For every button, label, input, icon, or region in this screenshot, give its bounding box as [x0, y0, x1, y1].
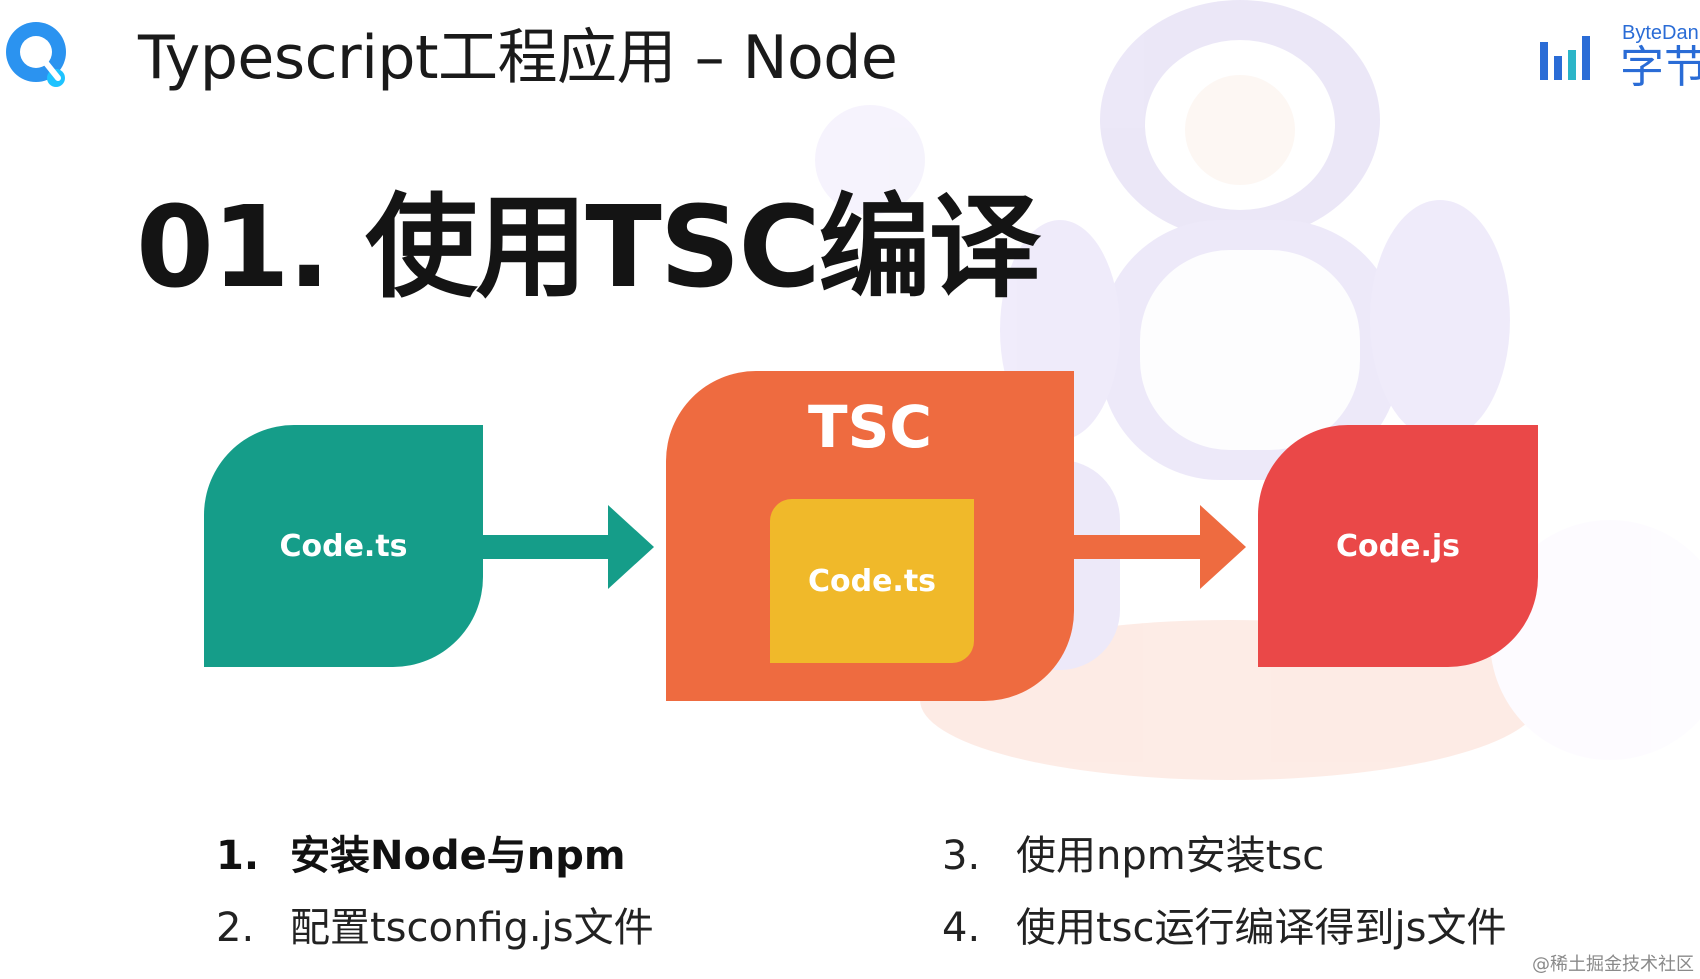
step-number: 1. — [216, 833, 260, 879]
arrow-right-icon — [1074, 505, 1246, 589]
inner-code-label: Code.ts — [807, 563, 937, 599]
list-item: 4. 使用tsc运行编译得到js文件 — [942, 904, 1506, 952]
list-item: 2. 配置tsconfig.js文件 — [216, 904, 654, 952]
brand-chinese-name: 字节 — [1620, 42, 1700, 93]
step-number: 3. — [942, 833, 981, 879]
step-text: 配置tsconfig.js文件 — [290, 905, 654, 951]
app-logo-icon — [6, 22, 66, 87]
source-code-box: Code.ts — [204, 425, 483, 667]
step-number: 2. — [216, 905, 255, 951]
list-item: 1. 安装Node与npm — [216, 832, 626, 880]
source-code-label: Code.ts — [279, 528, 408, 564]
brand-name: ByteDan — [1622, 22, 1699, 44]
section-title: 01. 使用TSC编译 — [136, 183, 1041, 313]
inner-code-box: Code.ts — [770, 499, 974, 663]
step-text: 使用tsc运行编译得到js文件 — [1016, 905, 1507, 951]
bytedance-logo-icon — [1540, 36, 1590, 80]
arrow-right-icon — [482, 505, 654, 589]
header-title: Typescript工程应用 – Node — [138, 23, 898, 93]
step-number: 4. — [942, 905, 981, 951]
output-code-label: Code.js — [1336, 528, 1460, 564]
watermark: @稀土掘金技术社区 — [1532, 954, 1694, 975]
step-text: 使用npm安装tsc — [1016, 833, 1325, 879]
tsc-compiler-box: TSC Code.ts — [666, 371, 1074, 701]
tsc-label: TSC — [808, 393, 932, 461]
output-code-box: Code.js — [1258, 425, 1538, 667]
step-text: 安装Node与npm — [290, 833, 626, 879]
list-item: 3. 使用npm安装tsc — [942, 832, 1324, 880]
